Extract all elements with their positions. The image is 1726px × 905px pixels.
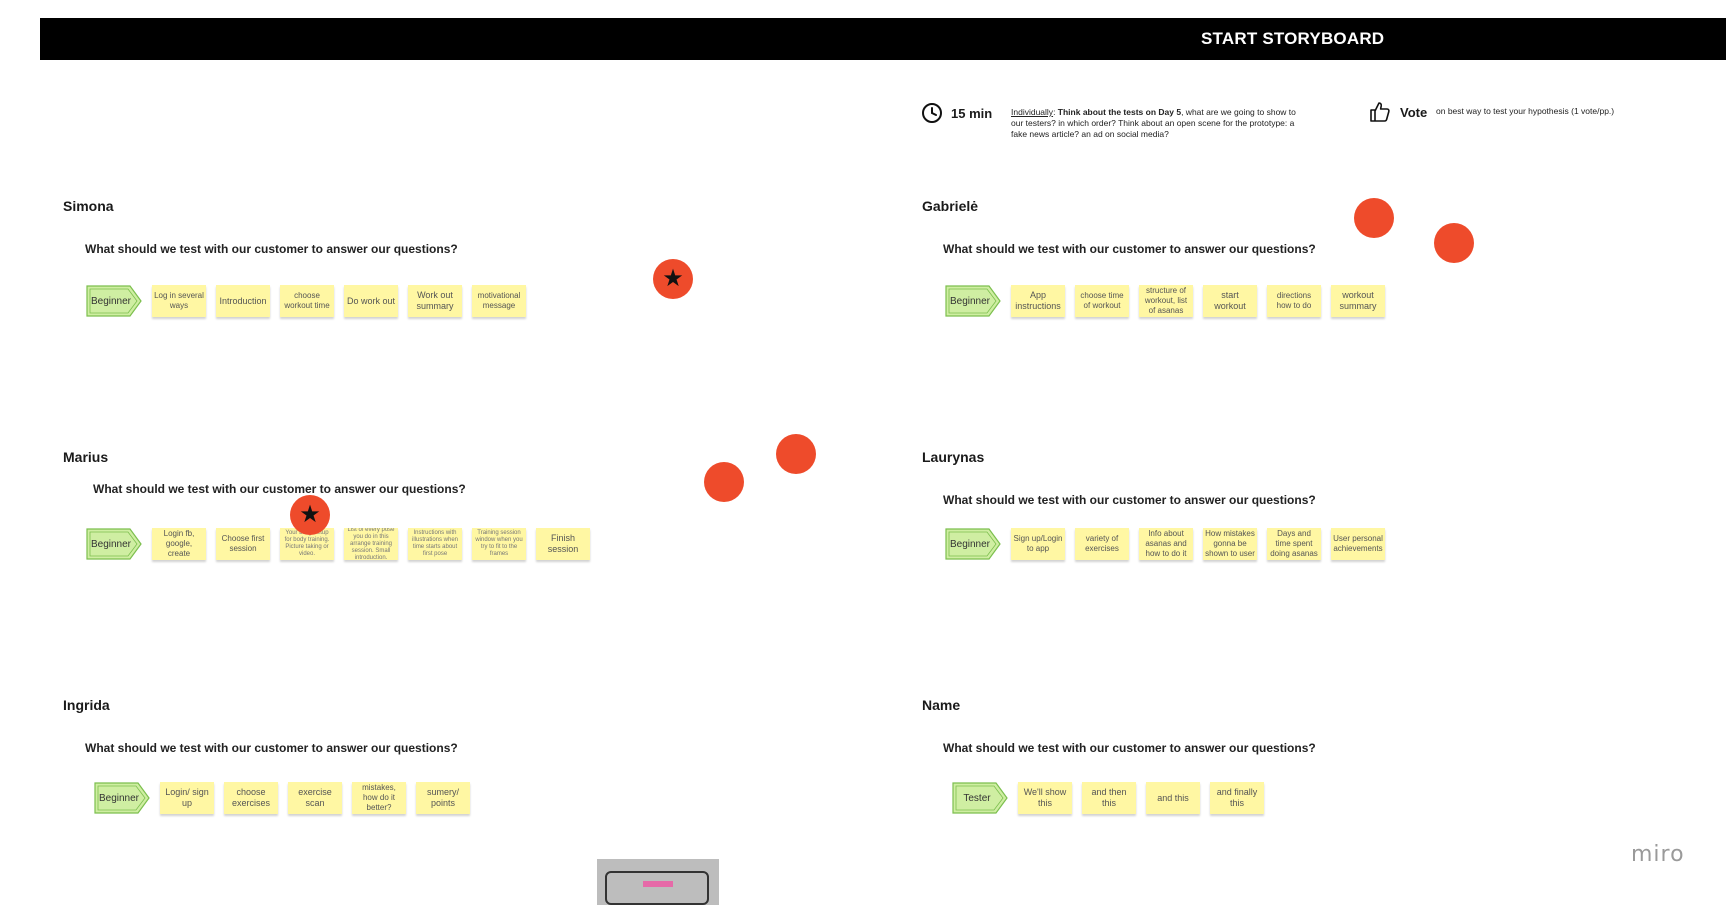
- vote-dot[interactable]: [1434, 223, 1474, 263]
- sticker-tag-label: Beginner: [949, 538, 991, 550]
- sticky-note[interactable]: structure of workout, list of asanas: [1139, 285, 1193, 317]
- section-question-template: What should we test with our customer to…: [943, 741, 1316, 755]
- sticky-note[interactable]: choose workout time: [280, 285, 334, 317]
- sticky-note[interactable]: Training session window when you try to …: [472, 528, 526, 560]
- section-name-laurynas: Laurynas: [922, 449, 985, 465]
- vote-dot[interactable]: [1354, 198, 1394, 238]
- sticky-note[interactable]: and then this: [1082, 782, 1136, 814]
- tag-shape: [86, 528, 142, 560]
- sticky-note[interactable]: List of every pose you do in this arrang…: [344, 528, 398, 560]
- story-row-template: Tester We'll show this and then this and th…: [952, 782, 1274, 814]
- section-question-gabriele: What should we test with our customer to…: [943, 242, 1316, 256]
- section-name-simona: Simona: [63, 198, 114, 214]
- section-name-ingrida: Ingrida: [63, 697, 110, 713]
- story-row-simona: Beginner Log in several ways Introduction c…: [86, 285, 536, 317]
- sticky-note[interactable]: and finally this: [1210, 782, 1264, 814]
- sticky-note[interactable]: motivational message: [472, 285, 526, 317]
- sticky-note[interactable]: Do work out: [344, 285, 398, 317]
- sticky-note[interactable]: choose exercises: [224, 782, 278, 814]
- sticky-note[interactable]: Days and time spent doing asanas: [1267, 528, 1321, 560]
- instructions-rest: , what are we going to show to our teste…: [1011, 107, 1296, 139]
- sketch-frame: [605, 871, 709, 905]
- instructions: Individually: Think about the tests on D…: [1011, 107, 1296, 139]
- sticker-tag[interactable]: Beginner: [945, 285, 1001, 317]
- instructions-bold: Think about the tests on Day 5: [1057, 107, 1182, 117]
- sticky-note[interactable]: Work out summary: [408, 285, 462, 317]
- sticky-note[interactable]: How mistakes gonna be shown to user: [1203, 528, 1257, 560]
- vote-note: on best way to test your hypothesis (1 v…: [1436, 106, 1615, 116]
- sticky-note[interactable]: App instructions: [1011, 285, 1065, 317]
- tag-shape: [94, 782, 150, 814]
- tag-shape: [952, 782, 1008, 814]
- sticker-tag[interactable]: Beginner: [86, 528, 142, 560]
- sticky-note[interactable]: start workout: [1203, 285, 1257, 317]
- sketch-image[interactable]: [597, 859, 719, 905]
- section-name-template: Name: [922, 697, 961, 713]
- vote-dot[interactable]: [704, 462, 744, 502]
- tag-shape: [945, 285, 1001, 317]
- sticky-note[interactable]: Info about asanas and how to do it: [1139, 528, 1193, 560]
- tag-shape: [86, 285, 142, 317]
- sticky-note[interactable]: variety of exercises: [1075, 528, 1129, 560]
- sticky-note[interactable]: choose time of workout: [1075, 285, 1129, 317]
- section-name-marius: Marius: [63, 449, 109, 465]
- sticker-tag-label: Beginner: [949, 295, 991, 307]
- sticky-note[interactable]: Login/ sign up: [160, 782, 214, 814]
- header-bar: START STORYBOARD: [40, 18, 1726, 60]
- story-row-marius: Beginner Login fb, google, create Choose f…: [86, 528, 600, 560]
- vote-dot[interactable]: [776, 434, 816, 474]
- story-row-laurynas: Beginner Sign up/Login to app variety of e…: [945, 528, 1395, 560]
- sticky-note[interactable]: mistakes, how do it better?: [352, 782, 406, 814]
- sticky-note[interactable]: Finish session: [536, 528, 590, 560]
- instructions-individually: Individually: [1011, 107, 1054, 117]
- sticky-note[interactable]: We'll show this: [1018, 782, 1072, 814]
- timer: 15 min: [921, 102, 992, 124]
- sticky-note[interactable]: exercise scan: [288, 782, 342, 814]
- sticker-tag[interactable]: Beginner: [86, 285, 142, 317]
- story-row-gabriele: Beginner App instructions choose time of w…: [945, 285, 1395, 317]
- sticky-note[interactable]: User personal achievements: [1331, 528, 1385, 560]
- thumbs-up-icon: [1370, 102, 1390, 122]
- vote-label: Vote: [1400, 104, 1428, 120]
- sticky-note[interactable]: workout summary: [1331, 285, 1385, 317]
- vote: Vote: [1368, 100, 1427, 124]
- sticky-note[interactable]: Choose first session: [216, 528, 270, 560]
- sticky-note[interactable]: Instructions with illustrations when tim…: [408, 528, 462, 560]
- sticker-tag[interactable]: Beginner: [94, 782, 150, 814]
- sticky-note[interactable]: sumery/ points: [416, 782, 470, 814]
- sticky-note[interactable]: directions how to do: [1267, 285, 1321, 317]
- section-name-gabriele: Gabrielė: [922, 198, 979, 214]
- sticky-note[interactable]: Introduction: [216, 285, 270, 317]
- sticker-tag-label: Beginner: [90, 295, 132, 307]
- sticker-tag-label: Tester: [963, 792, 991, 804]
- sticker-tag[interactable]: Tester: [952, 782, 1008, 814]
- story-row-ingrida: Beginner Login/ sign up choose exercises ex…: [94, 782, 480, 814]
- vote-dot-starred[interactable]: [653, 259, 693, 299]
- sticky-note[interactable]: and this: [1146, 782, 1200, 814]
- timer-label: 15 min: [951, 105, 993, 121]
- section-question-simona: What should we test with our customer to…: [85, 242, 458, 256]
- section-question-ingrida: What should we test with our customer to…: [85, 741, 458, 755]
- vote-dot-starred[interactable]: [290, 495, 330, 535]
- sticky-note[interactable]: Log in several ways: [152, 285, 206, 317]
- sticker-tag-label: Beginner: [98, 792, 140, 804]
- sticky-note[interactable]: Login fb, google, create: [152, 528, 206, 560]
- sticky-note[interactable]: Sign up/Login to app: [1011, 528, 1065, 560]
- tag-shape: [945, 528, 1001, 560]
- clock-icon: [922, 103, 942, 123]
- sticker-tag-label: Beginner: [90, 538, 132, 550]
- miro-logo: miro: [1631, 842, 1685, 867]
- sticker-tag[interactable]: Beginner: [945, 528, 1001, 560]
- section-question-marius: What should we test with our customer to…: [93, 482, 466, 496]
- page-title: START STORYBOARD: [1201, 29, 1385, 48]
- section-question-laurynas: What should we test with our customer to…: [943, 493, 1316, 507]
- sketch-highlight: [643, 881, 673, 887]
